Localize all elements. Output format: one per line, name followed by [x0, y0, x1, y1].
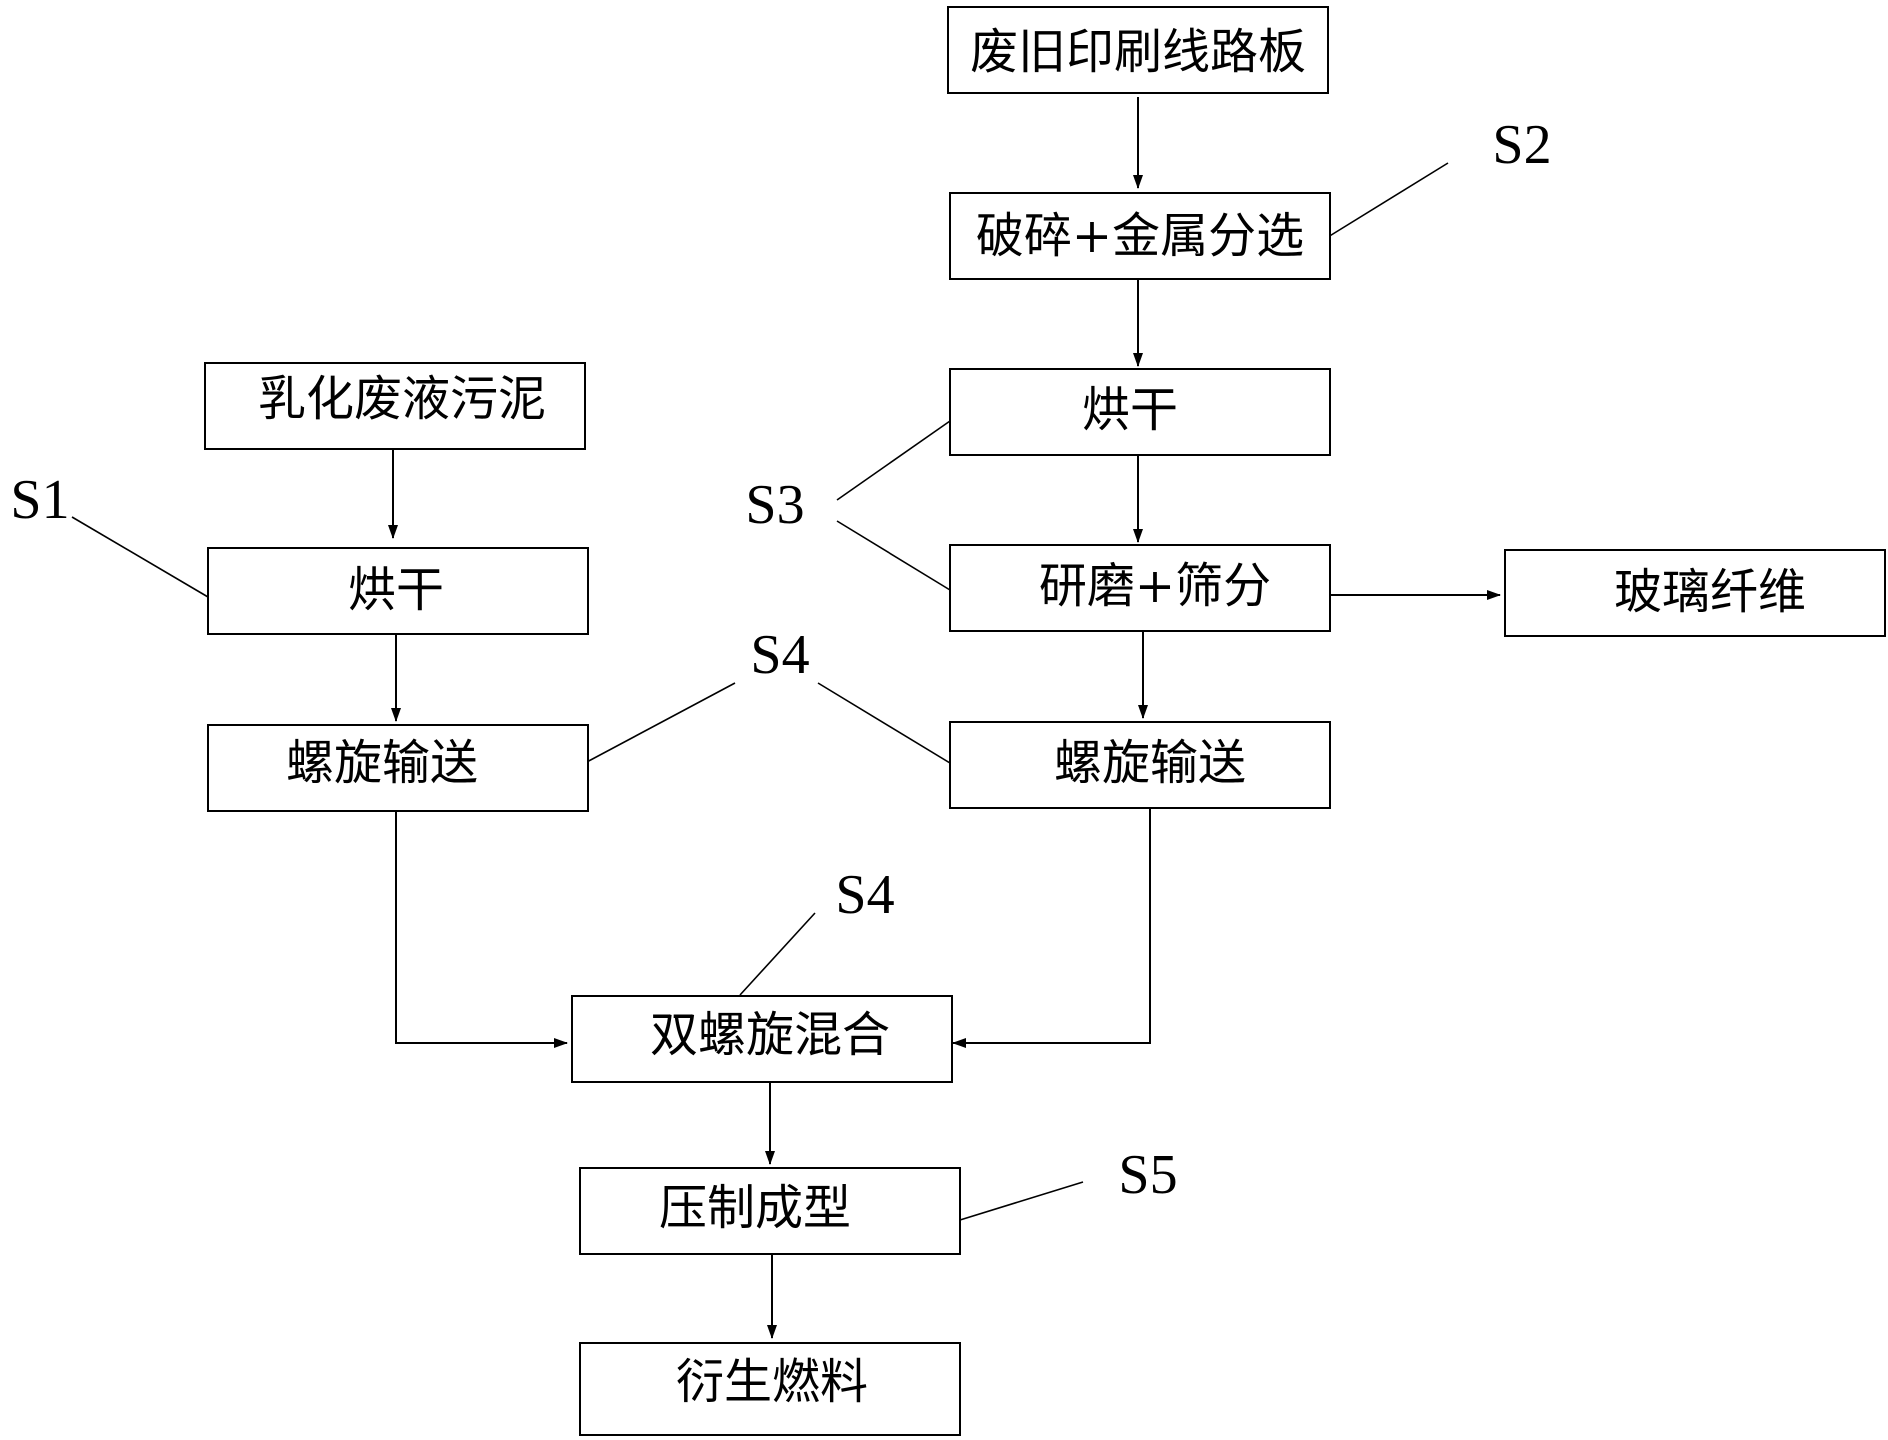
node-screw-right: 螺旋输送 [949, 721, 1331, 809]
node-fiber: 玻璃纤维 [1504, 549, 1886, 637]
node-dry-right-label: 烘干 [1082, 382, 1178, 438]
node-screw-right-label: 螺旋输送 [1054, 735, 1246, 791]
step-label-s4-mix: S4 [835, 864, 894, 926]
step-label-s4-top: S4 [750, 624, 809, 686]
node-sludge-label: 乳化废液污泥 [258, 371, 546, 427]
node-screw-left-label: 螺旋输送 [286, 735, 478, 791]
leader-s4-mix [739, 912, 816, 996]
node-dry-right: 烘干 [949, 368, 1331, 456]
node-pcb: 废旧印刷线路板 [947, 6, 1329, 94]
node-fiber-label: 玻璃纤维 [1614, 564, 1806, 620]
node-grind-label: 研磨+筛分 [1039, 558, 1271, 614]
leader-s2 [1327, 162, 1449, 238]
node-dry-left: 烘干 [207, 547, 589, 635]
leader-s5 [959, 1181, 1084, 1221]
leader-s1 [71, 516, 209, 598]
node-sludge: 乳化废液污泥 [204, 362, 586, 450]
step-label-s3: S3 [745, 474, 804, 536]
node-crush: 破碎+金属分选 [949, 192, 1331, 280]
node-dry-left-label: 烘干 [348, 562, 444, 618]
step-labels: S1 S2 S3 S4 S4 S5 [10, 114, 1551, 1206]
node-mix: 双螺旋混合 [571, 995, 953, 1083]
node-fuel-label: 衍生燃料 [676, 1354, 868, 1410]
leader-s3-upper [836, 420, 951, 501]
node-screw-left: 螺旋输送 [207, 724, 589, 812]
edges [388, 97, 1501, 1339]
leader-s4-right [817, 682, 951, 764]
leader-s4-left [584, 682, 736, 764]
node-press: 压制成型 [579, 1167, 961, 1255]
step-label-s1: S1 [10, 469, 69, 531]
edge-screw-right-to-mix [952, 807, 1151, 1048]
node-crush-label: 破碎+金属分选 [976, 208, 1304, 264]
leader-s3-lower [836, 520, 951, 591]
edge-screw-left-to-mix [395, 809, 568, 1048]
step-label-s5: S5 [1118, 1144, 1177, 1206]
node-press-label: 压制成型 [659, 1180, 851, 1236]
step-label-s2: S2 [1492, 114, 1551, 176]
node-grind: 研磨+筛分 [949, 544, 1331, 632]
node-pcb-label: 废旧印刷线路板 [970, 24, 1306, 80]
node-mix-label: 双螺旋混合 [650, 1007, 890, 1063]
leader-lines [71, 162, 1449, 1221]
node-fuel: 衍生燃料 [579, 1342, 961, 1436]
